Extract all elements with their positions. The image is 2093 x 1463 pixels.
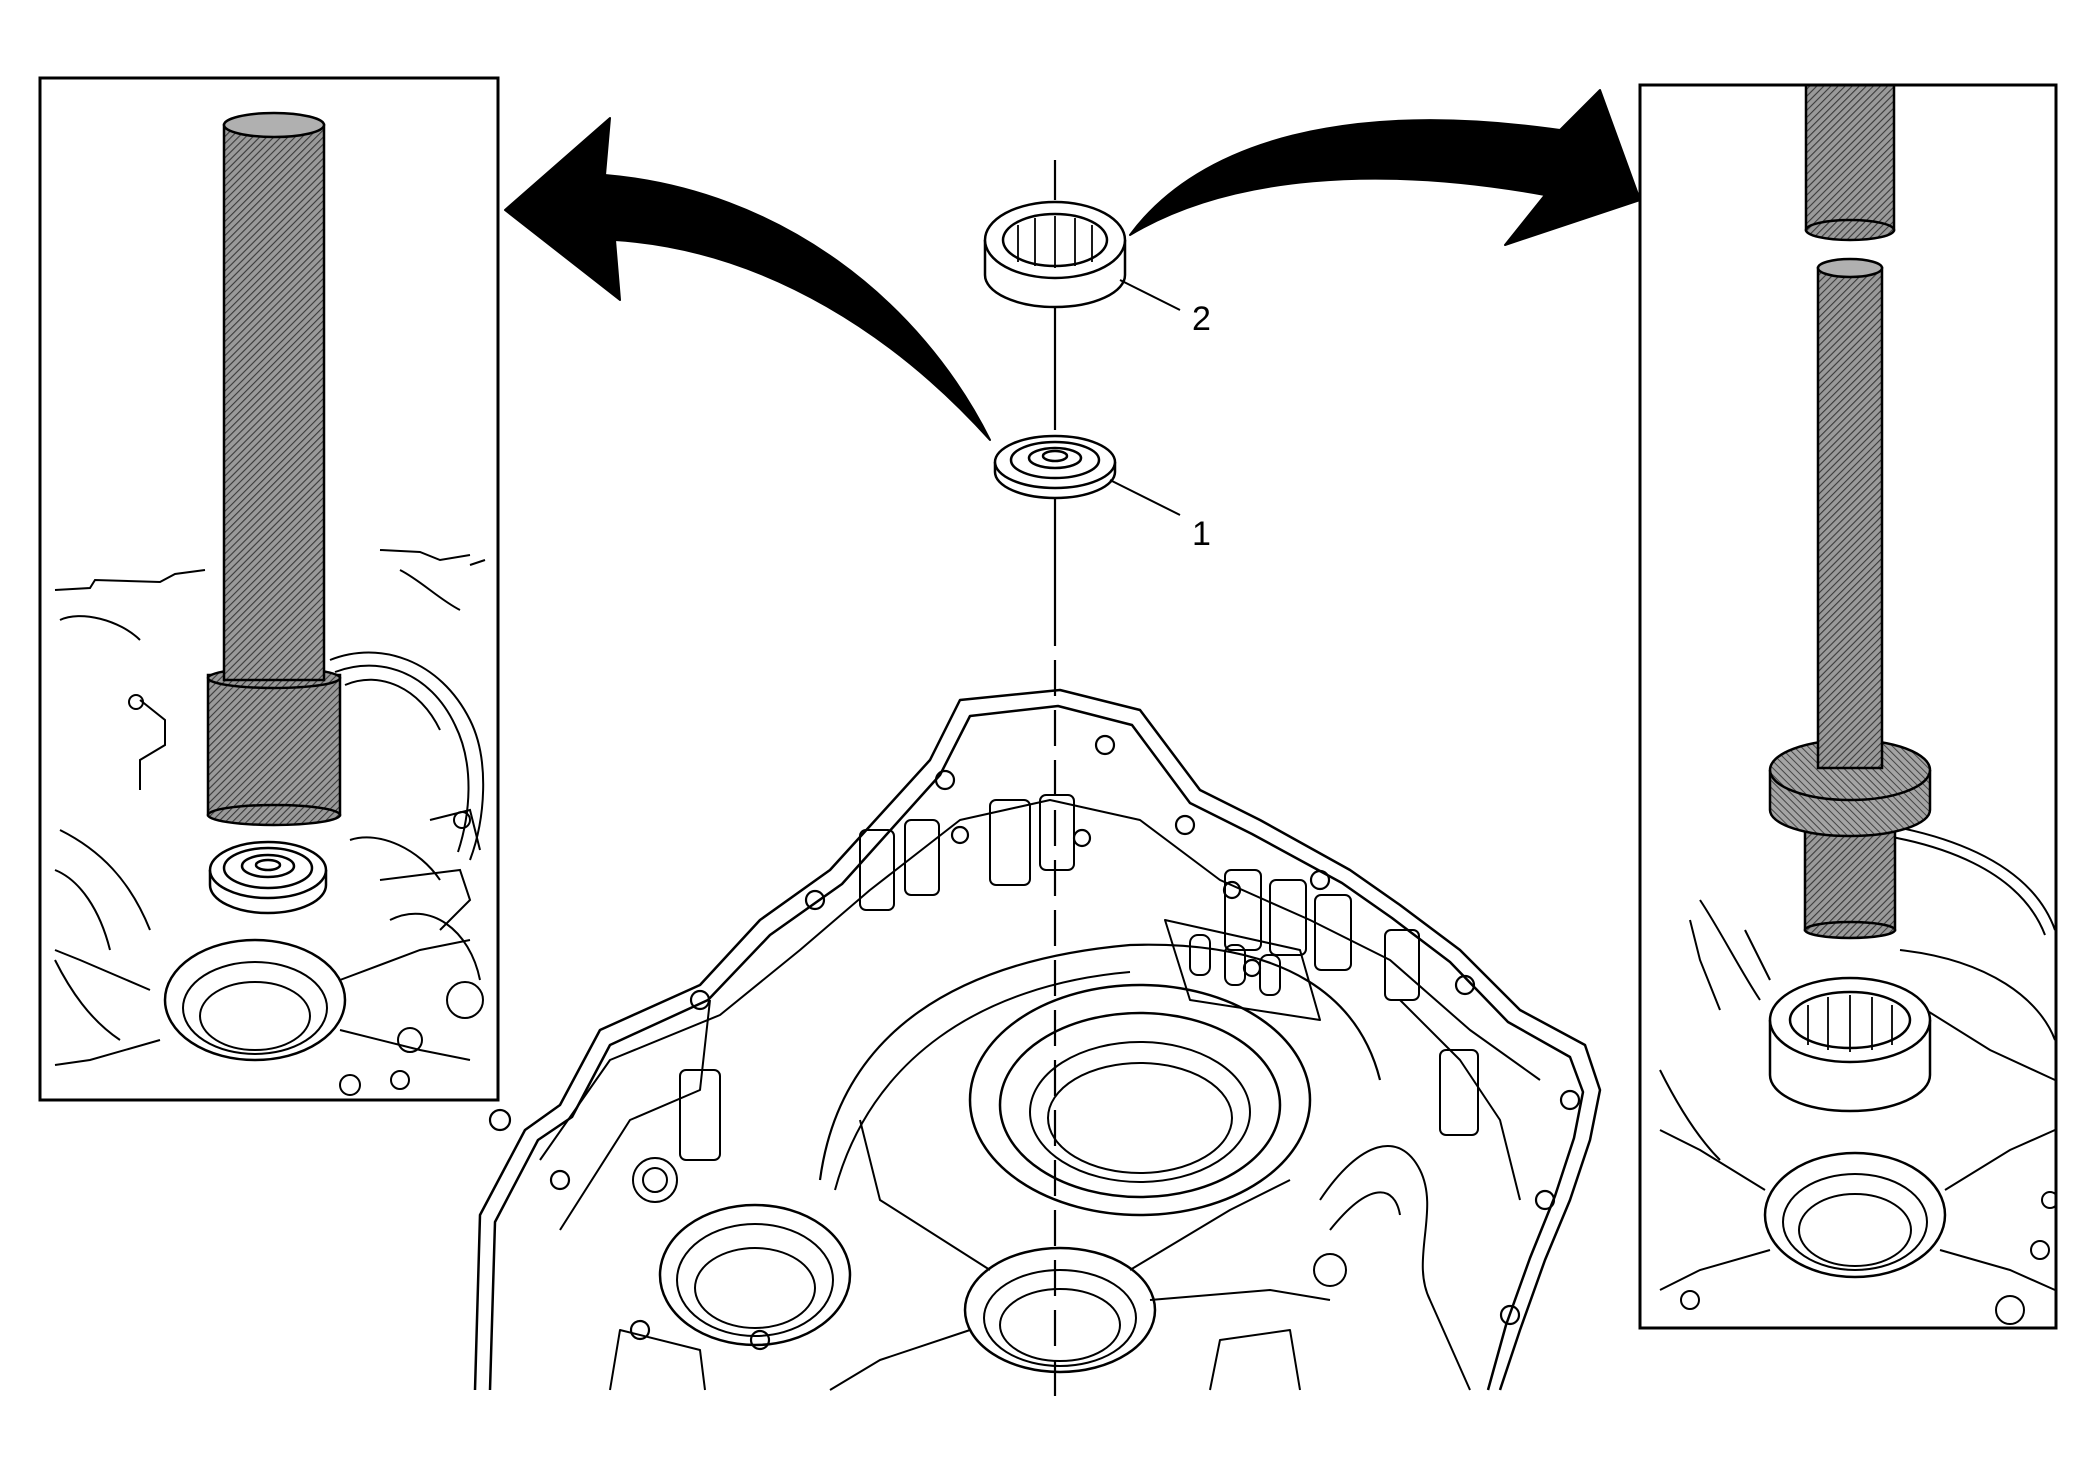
right-inset-bearing	[1768, 976, 1932, 1113]
right-inset-driver-handle	[1804, 85, 1896, 242]
left-detail-inset	[54, 111, 486, 1096]
arrow-to-right-inset	[1129, 89, 1641, 246]
right-detail-inset	[1659, 85, 2056, 1325]
callout-label-1: 1	[1192, 515, 1211, 553]
arrow-to-left-inset	[504, 117, 991, 441]
transmission-housing	[473, 688, 1602, 1391]
callout-leaders	[1109, 279, 1181, 516]
left-inset-seal	[208, 840, 328, 915]
seal	[993, 434, 1117, 500]
right-inset-installer-tool	[1768, 257, 1932, 940]
callout-label-2: 2	[1192, 300, 1211, 338]
left-inset-installer-tool	[206, 111, 342, 827]
roller-bearing	[983, 200, 1127, 309]
